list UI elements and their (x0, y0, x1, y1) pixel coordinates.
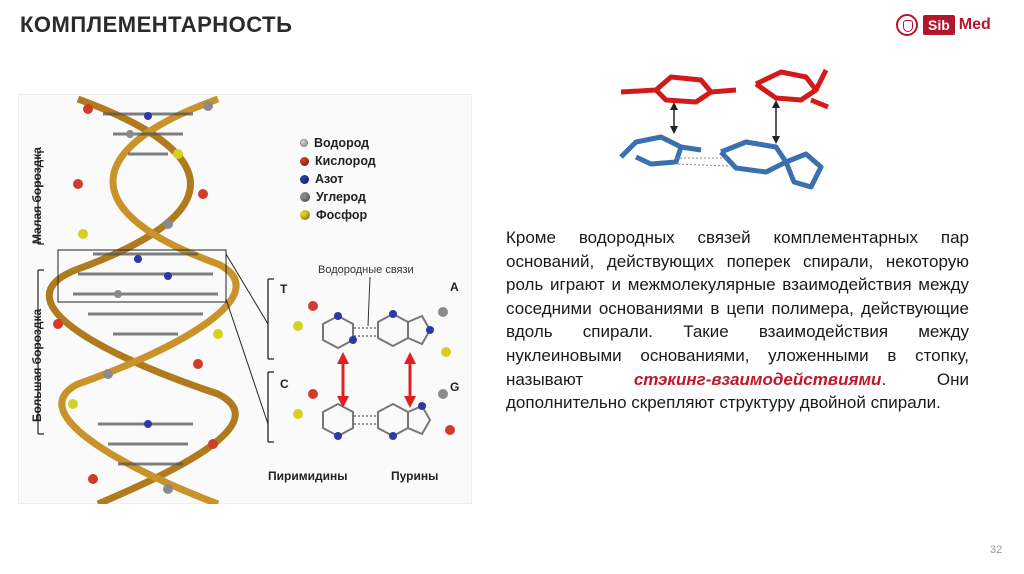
stacking-term-highlight: стэкинг-взаимодействиями (633, 369, 882, 389)
hydrogen-atom-icon (300, 139, 308, 147)
carbon-atom-icon (300, 192, 310, 202)
base-g-label: G (450, 380, 460, 394)
hydrogen-bonds-label: Водородные связи (318, 264, 414, 276)
paragraph-part-1: Кроме водородных связей комплементарных … (506, 228, 969, 389)
logo-part-med: Med (958, 16, 991, 33)
legend-label: Водород (314, 136, 370, 150)
legend-item: Водород (300, 134, 376, 152)
pyrimidines-label: Пиримидины (268, 469, 348, 483)
logo-part-sib: Sib (923, 15, 955, 35)
purines-label: Пурины (391, 469, 439, 483)
paragraph-part-2: . Они дополнительно скрепляют структуру … (506, 369, 969, 413)
legend-label: Азот (315, 172, 344, 186)
phosphorus-atom-icon (300, 210, 310, 220)
main-paragraph: Кроме водородных связей комплементарных … (506, 226, 969, 415)
sibmed-logo: Sib Med (896, 14, 991, 36)
stacking-drawing (619, 68, 829, 190)
legend-item: Азот (300, 170, 376, 188)
legend-item: Углерод (300, 188, 376, 206)
stacking-figure (616, 62, 834, 202)
nitrogen-atom-icon (300, 174, 309, 184)
major-groove-label: Большая бороздка (30, 308, 44, 422)
legend-label: Углерод (316, 190, 366, 204)
minor-groove-label: Малая бороздка (30, 147, 44, 244)
oxygen-atom-icon (300, 156, 309, 166)
university-seal-icon (896, 14, 918, 36)
legend-item: Фосфор (300, 206, 376, 224)
base-c-label: C (280, 377, 289, 391)
slide-title: КОМПЛЕМЕНТАРНОСТЬ (20, 12, 293, 37)
legend-label: Фосфор (316, 208, 368, 222)
base-t-label: T (280, 282, 288, 296)
legend-item: Кислород (300, 152, 376, 170)
base-a-label: A (450, 280, 459, 294)
page-number: 32 (990, 544, 1003, 556)
dna-helix-figure: Малая бороздка Большая бороздка Водородн… (17, 93, 473, 508)
dna-helix-drawing (17, 93, 473, 508)
atom-legend: Водород Кислород Азот Углерод Фосфор (300, 134, 376, 224)
legend-label: Кислород (315, 154, 376, 168)
